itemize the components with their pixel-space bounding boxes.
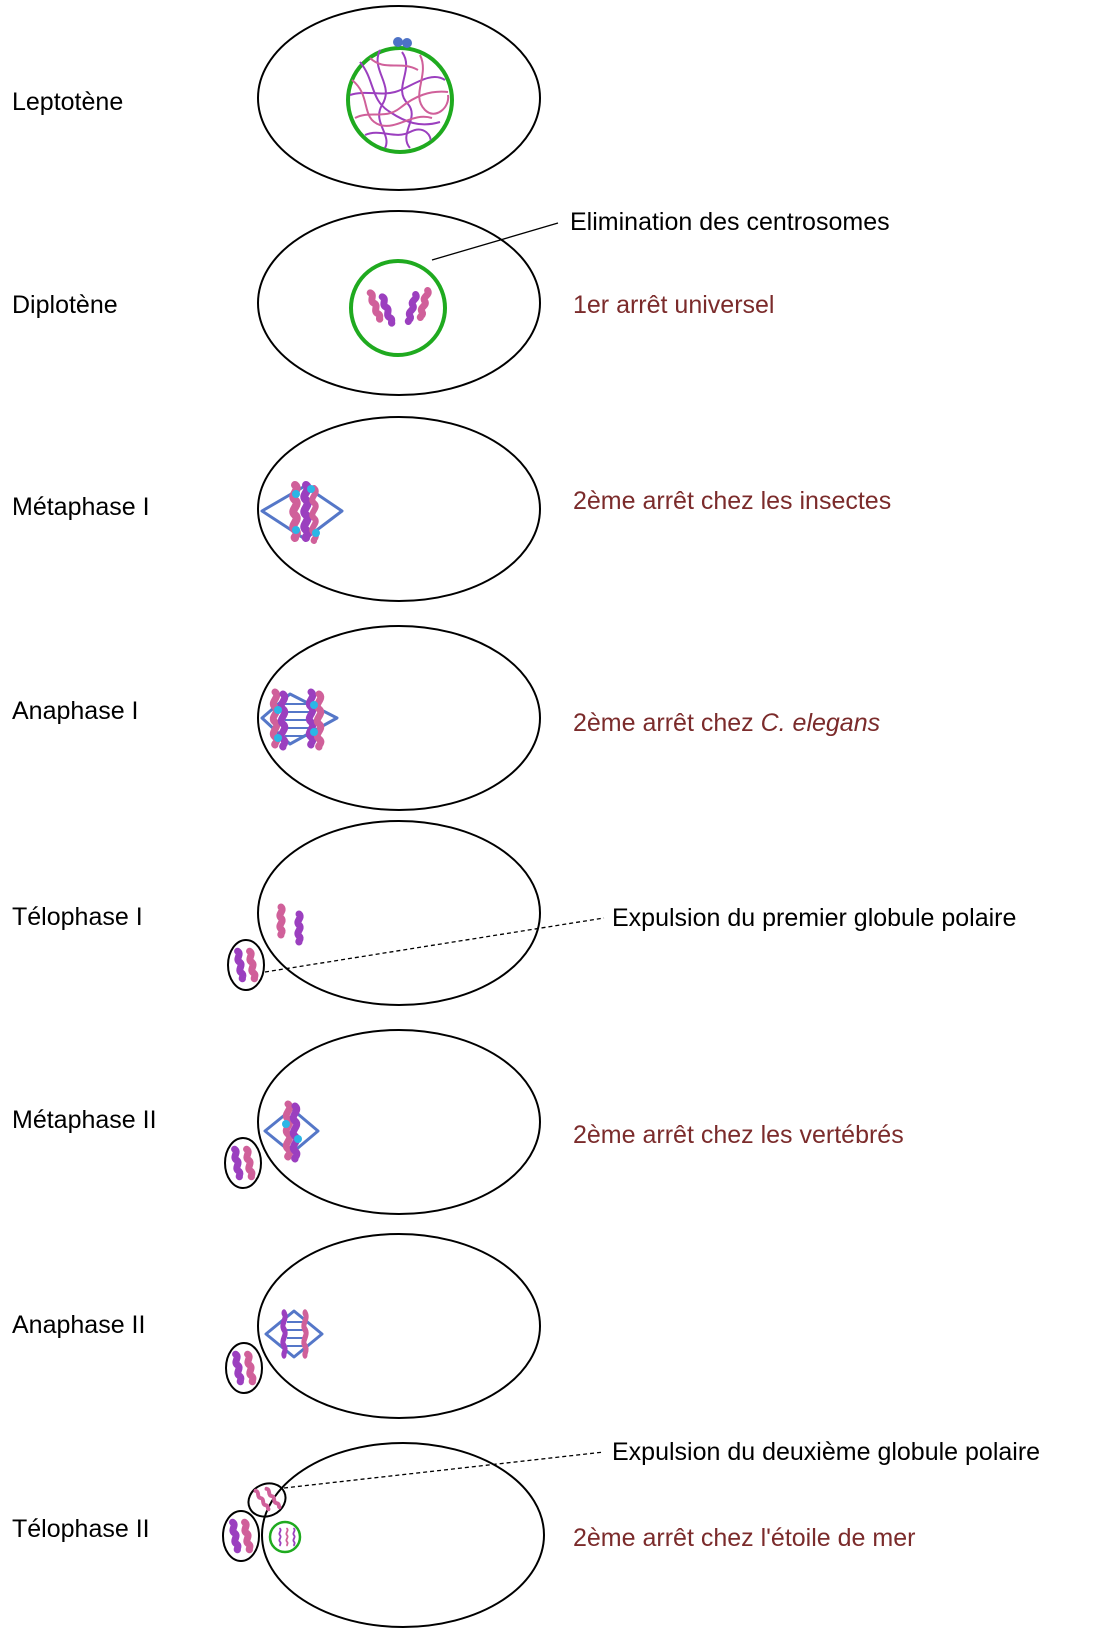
oocyte-cell xyxy=(258,417,540,601)
leader-line-first-polar-body xyxy=(265,918,604,972)
first-polar-body xyxy=(226,1343,262,1393)
spindle-fibers xyxy=(287,1322,303,1346)
kinetochore xyxy=(312,529,320,537)
female-pronucleus xyxy=(270,1522,300,1552)
chromosome-icon xyxy=(286,1104,297,1159)
leader-line-centrosome-elimination xyxy=(432,223,558,260)
annotation-centrosome-elimination: Elimination des centrosomes xyxy=(570,208,890,236)
leptotene-chromatin-threads xyxy=(350,50,448,148)
note-anaphase-1-prefix: 2ème arrêt chez xyxy=(573,709,761,737)
stage-telophase-1 xyxy=(228,821,604,1005)
oocyte-cell xyxy=(258,626,540,810)
oocyte-cell xyxy=(262,1443,544,1627)
stage-label-leptotene: Leptotène xyxy=(12,88,123,116)
stage-label-diplotene: Diplotène xyxy=(12,291,118,319)
oocyte-cell xyxy=(258,6,540,190)
kinetochore xyxy=(282,1120,290,1128)
oocyte-cell xyxy=(258,211,540,395)
first-polar-body xyxy=(223,1511,259,1561)
annotation-second-polar-body: Expulsion du deuxième globule polaire xyxy=(612,1438,1040,1466)
annotation-first-polar-body: Expulsion du premier globule polaire xyxy=(612,904,1016,932)
bivalent-chromosome xyxy=(407,290,428,322)
note-diplotene-arrest: 1er arrêt universel xyxy=(573,291,774,319)
stage-anaphase-2 xyxy=(226,1234,540,1418)
polar-body-chromosomes xyxy=(234,1354,253,1382)
polar-body-chromosomes xyxy=(236,951,255,979)
stage-label-telophase-2: Télophase II xyxy=(12,1515,150,1543)
first-polar-body xyxy=(225,1138,261,1188)
oocyte-cell xyxy=(258,1234,540,1418)
kinetochore xyxy=(310,701,318,709)
first-polar-body xyxy=(228,940,264,990)
nuclear-envelope xyxy=(351,261,445,355)
polar-body-chromosomes xyxy=(233,1149,252,1177)
kinetochore xyxy=(292,526,300,534)
kinetochore xyxy=(310,728,318,736)
polar-body-chromosomes xyxy=(231,1522,250,1550)
meiotic-spindle-icon xyxy=(266,1311,322,1357)
stage-label-telophase-1: Télophase I xyxy=(12,903,143,931)
note-anaphase-1-species: C. elegans xyxy=(761,709,881,737)
stage-telophase-2 xyxy=(223,1443,604,1627)
stage-label-metaphase-2: Métaphase II xyxy=(12,1106,157,1134)
second-polar-body-chromosomes xyxy=(255,1488,280,1509)
note-metaphase-1-arrest: 2ème arrêt chez les insectes xyxy=(573,487,891,515)
kinetochore xyxy=(292,490,300,498)
stage-label-metaphase-1: Métaphase I xyxy=(12,493,150,521)
stage-metaphase-1 xyxy=(258,417,540,601)
note-anaphase-1-arrest: 2ème arrêt chez C. elegans xyxy=(573,709,880,737)
oocyte-cell xyxy=(258,1030,540,1214)
kinetochore xyxy=(274,706,282,714)
stage-leptotene xyxy=(258,6,540,190)
note-metaphase-2-arrest: 2ème arrêt chez les vertébrés xyxy=(573,1121,904,1149)
leader-line-second-polar-body xyxy=(284,1452,604,1488)
chromosome-icon xyxy=(279,1529,294,1546)
stage-metaphase-2 xyxy=(225,1030,540,1214)
kinetochore xyxy=(307,485,315,493)
kinetochore xyxy=(294,1135,302,1143)
stage-label-anaphase-2: Anaphase II xyxy=(12,1311,145,1339)
chromosome-icon xyxy=(280,907,300,942)
bivalent-chromosome xyxy=(369,292,393,323)
stage-label-anaphase-1: Anaphase I xyxy=(12,697,139,725)
stage-anaphase-1 xyxy=(258,626,540,810)
note-telophase-2-arrest: 2ème arrêt chez l'étoile de mer xyxy=(573,1524,915,1552)
kinetochore xyxy=(274,734,282,742)
stage-diplotene xyxy=(258,211,558,395)
